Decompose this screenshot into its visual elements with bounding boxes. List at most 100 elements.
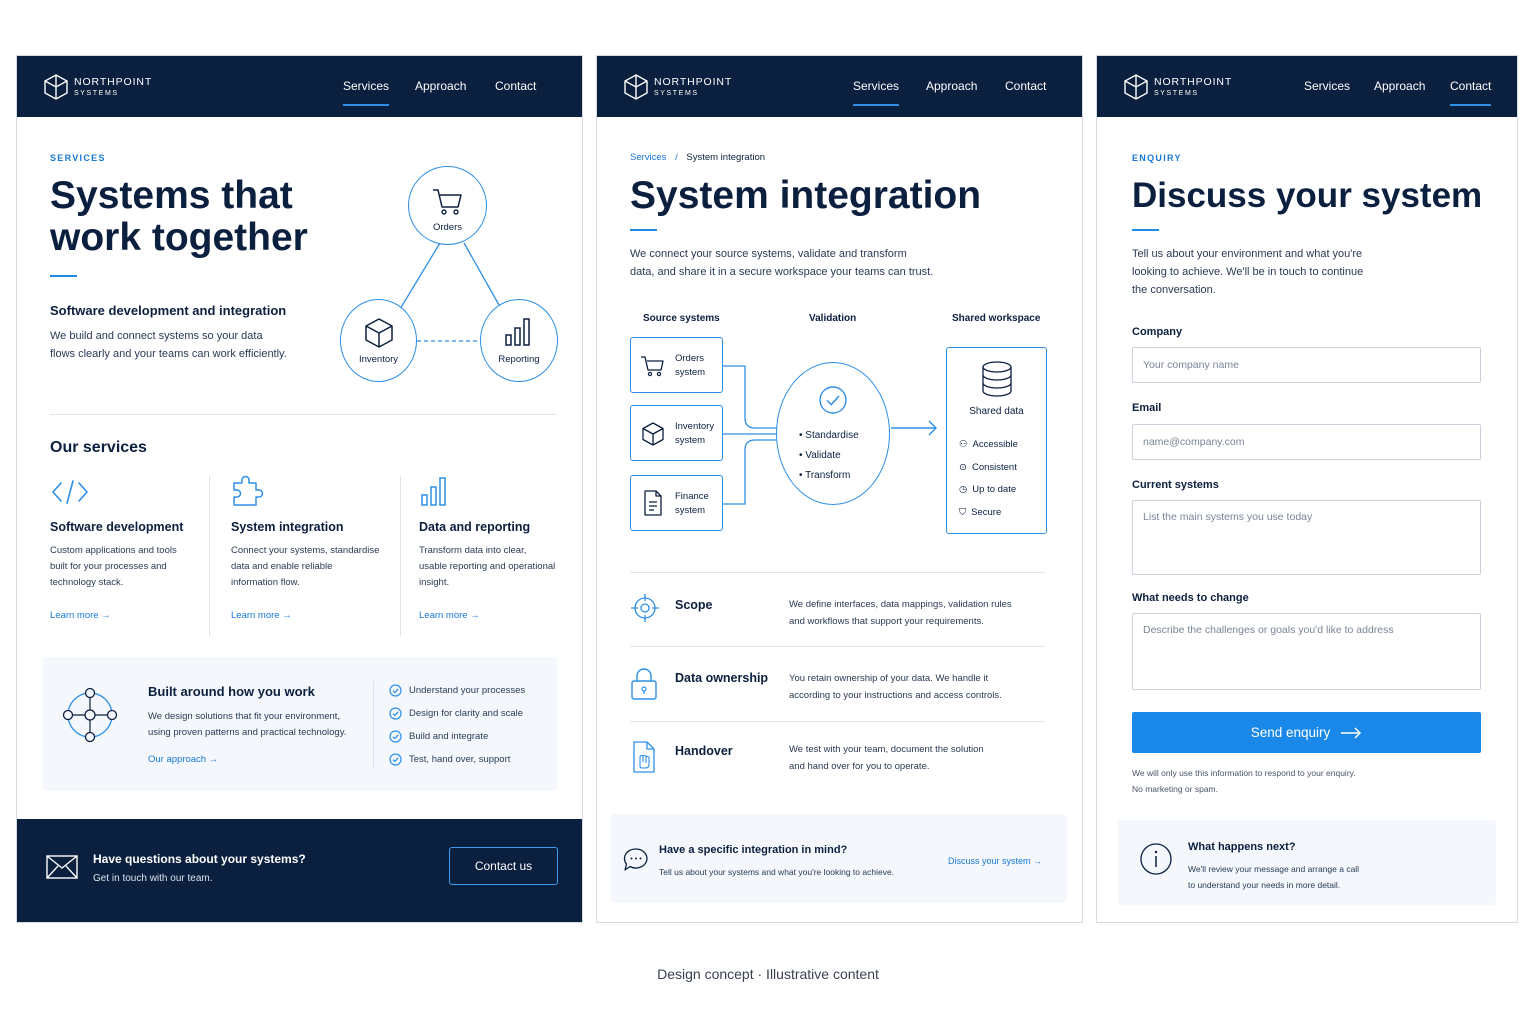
- current-systems-textarea[interactable]: [1132, 500, 1481, 575]
- brand-name: NORTHPOINT: [654, 76, 733, 89]
- email-label: Email: [1132, 402, 1162, 414]
- service-title: Data and reporting: [419, 520, 531, 534]
- item-label: Secure: [971, 506, 1002, 518]
- next-line: We'll review your message and arrange a …: [1188, 864, 1360, 874]
- nav-approach[interactable]: Approach: [415, 79, 467, 93]
- breadcrumb-services[interactable]: Services: [630, 152, 667, 163]
- intro-text: Tell us about your environment and what …: [1132, 245, 1363, 299]
- page-title: System integration: [630, 174, 982, 217]
- what-happens-next-card: What happens next? We'll review your mes…: [1118, 820, 1496, 905]
- brand-logo[interactable]: NORTHPOINT SYSTEMS: [44, 74, 152, 100]
- step-label: Transform: [805, 470, 851, 481]
- shield-icon: ⛉: [959, 506, 967, 518]
- nav-approach[interactable]: Approach: [1374, 79, 1426, 93]
- nav-services[interactable]: Services: [853, 79, 900, 106]
- send-enquiry-button[interactable]: Send enquiry: [1132, 712, 1481, 753]
- col-shared-title: Shared workspace: [952, 313, 1041, 324]
- what-to-change-textarea[interactable]: [1132, 613, 1481, 690]
- contact-us-button[interactable]: Contact us: [449, 847, 558, 885]
- our-approach-link[interactable]: Our approach →: [148, 754, 218, 765]
- nav-approach[interactable]: Approach: [926, 79, 978, 93]
- footer-title: Have questions about your systems?: [93, 852, 306, 866]
- database-icon: [982, 361, 1012, 397]
- brand-logo[interactable]: NORTHPOINT SYSTEMS: [1124, 74, 1232, 100]
- handover-document-icon: [633, 741, 655, 773]
- arrow-right-icon: →: [470, 610, 480, 621]
- check-item: Build and integrate: [389, 730, 488, 743]
- item-label: Up to date: [972, 484, 1017, 495]
- box-icon: [365, 318, 393, 348]
- arrow-right-icon: →: [208, 754, 219, 765]
- column-divider: [400, 476, 401, 636]
- section-divider: [630, 572, 1045, 573]
- site-header: NORTHPOINT SYSTEMS Services Approach Con…: [17, 56, 582, 117]
- nav-services[interactable]: Services: [1304, 79, 1351, 93]
- learn-more-link[interactable]: Learn more →: [50, 610, 111, 621]
- desc-line: Custom applications and tools: [50, 545, 177, 556]
- nav-contact[interactable]: Contact: [1005, 79, 1047, 93]
- check-label: Build and integrate: [409, 731, 489, 742]
- step-label: Standardise: [805, 430, 859, 441]
- orders-node: Orders: [408, 166, 487, 245]
- accent-line: [1132, 229, 1159, 231]
- bar-chart-icon: [421, 477, 446, 506]
- enquiry-page-panel: NORTHPOINT SYSTEMS Services Approach Con…: [1096, 55, 1518, 923]
- validation-step: • Standardise: [799, 430, 859, 441]
- source-line: system: [675, 505, 706, 516]
- shared-item: ⚇Accessible: [959, 434, 1018, 457]
- row-line: We define interfaces, data mappings, val…: [789, 599, 1012, 610]
- arrow-right-icon: [1341, 726, 1362, 739]
- next-line: to understand your needs in more detail.: [1188, 880, 1341, 890]
- brand-sub: SYSTEMS: [1154, 89, 1199, 97]
- check-label: Understand your processes: [409, 685, 526, 696]
- validation-steps: • Standardise • Validate • Transform: [799, 426, 859, 486]
- shared-data-title: Shared data: [969, 406, 1024, 417]
- col-source-title: Source systems: [643, 313, 720, 324]
- brand-logo[interactable]: NORTHPOINT SYSTEMS: [624, 74, 732, 100]
- row-line: according to your instructions and acces…: [789, 690, 1002, 701]
- row-line: and workflows that support your requirem…: [789, 616, 984, 627]
- company-input[interactable]: [1132, 347, 1481, 383]
- learn-more-link[interactable]: Learn more →: [231, 610, 292, 621]
- source-line: system: [675, 435, 706, 446]
- intro-line: the conversation.: [1132, 284, 1216, 296]
- desc-line: built for your processes and: [50, 561, 167, 572]
- services-page-panel: NORTHPOINT SYSTEMS Services Approach Con…: [16, 55, 583, 923]
- nav-contact[interactable]: Contact: [1450, 79, 1492, 106]
- next-text: We'll review your message and arrange a …: [1188, 861, 1359, 893]
- row-text: We test with your team, document the sol…: [789, 741, 984, 775]
- flow-connectors: [723, 365, 937, 505]
- cta-title: Have a specific integration in mind?: [659, 844, 848, 856]
- brand-sub: SYSTEMS: [654, 89, 699, 97]
- check-icon: ⊙: [959, 461, 967, 473]
- column-divider: [209, 476, 210, 636]
- orders-label: Orders: [432, 222, 463, 233]
- check-item: Design for clarity and scale: [389, 707, 523, 720]
- row-text: We define interfaces, data mappings, val…: [789, 596, 1012, 630]
- nav-services[interactable]: Services: [343, 79, 390, 106]
- learn-more-link[interactable]: Learn more →: [419, 610, 480, 621]
- validation-node: • Standardise • Validate • Transform: [776, 362, 890, 505]
- intro-line: We connect your source systems, validate…: [630, 248, 907, 260]
- puzzle-icon: [233, 475, 264, 506]
- clock-icon: ◷: [959, 484, 968, 495]
- intro-line: flows clearly and your teams can work ef…: [50, 348, 287, 360]
- title-line: work together: [50, 216, 308, 259]
- approach-card: Built around how you work We design solu…: [43, 657, 557, 791]
- brand-name: NORTHPOINT: [1154, 76, 1233, 89]
- discuss-system-link[interactable]: Discuss your system →: [948, 856, 1042, 866]
- intro-line: Tell us about your environment and what …: [1132, 248, 1363, 260]
- row-title: Handover: [675, 744, 733, 758]
- nav-contact[interactable]: Contact: [495, 79, 537, 93]
- source-line: system: [675, 367, 706, 378]
- email-input[interactable]: [1132, 424, 1481, 460]
- arrow-right-icon: →: [282, 610, 292, 621]
- privacy-note: We will only use this information to res…: [1132, 765, 1356, 797]
- check-item: Test, hand over, support: [389, 753, 510, 766]
- service-desc: Transform data into clear, usable report…: [419, 543, 555, 591]
- hexagon-cube-logo-icon: [44, 74, 68, 100]
- inventory-node: Inventory: [340, 299, 417, 382]
